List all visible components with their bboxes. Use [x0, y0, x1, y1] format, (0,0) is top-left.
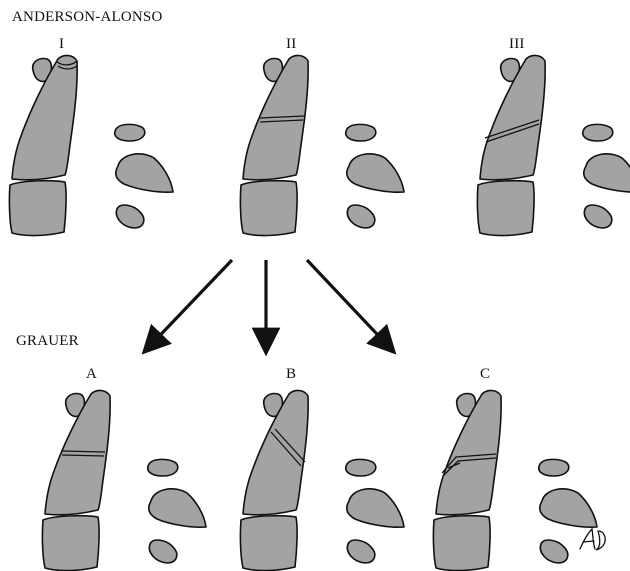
- diagram-panel-II: [240, 55, 404, 235]
- axis-body-A: [42, 516, 99, 571]
- side-bones-B: [346, 459, 404, 563]
- arrow-to-A: [146, 260, 232, 350]
- side-bones-A: [148, 459, 206, 563]
- diagram-panel-A: [42, 390, 206, 570]
- axis-body-C: [433, 516, 490, 571]
- diagram-panel-C: [433, 390, 597, 570]
- arrow-to-C: [307, 260, 392, 350]
- diagram-panel-I: [9, 55, 173, 235]
- axis-body-I: [9, 181, 66, 236]
- artist-signature: [580, 529, 605, 550]
- side-bones-II: [346, 124, 404, 228]
- axis-body-III: [477, 181, 534, 236]
- side-bones-I: [115, 124, 173, 228]
- side-bones-C: [539, 459, 597, 563]
- diagram-panel-B: [240, 390, 404, 570]
- side-bones-III: [583, 124, 630, 228]
- axis-body-II: [240, 181, 297, 236]
- diagram-panel-III: [477, 55, 630, 235]
- axis-body-B: [240, 516, 297, 571]
